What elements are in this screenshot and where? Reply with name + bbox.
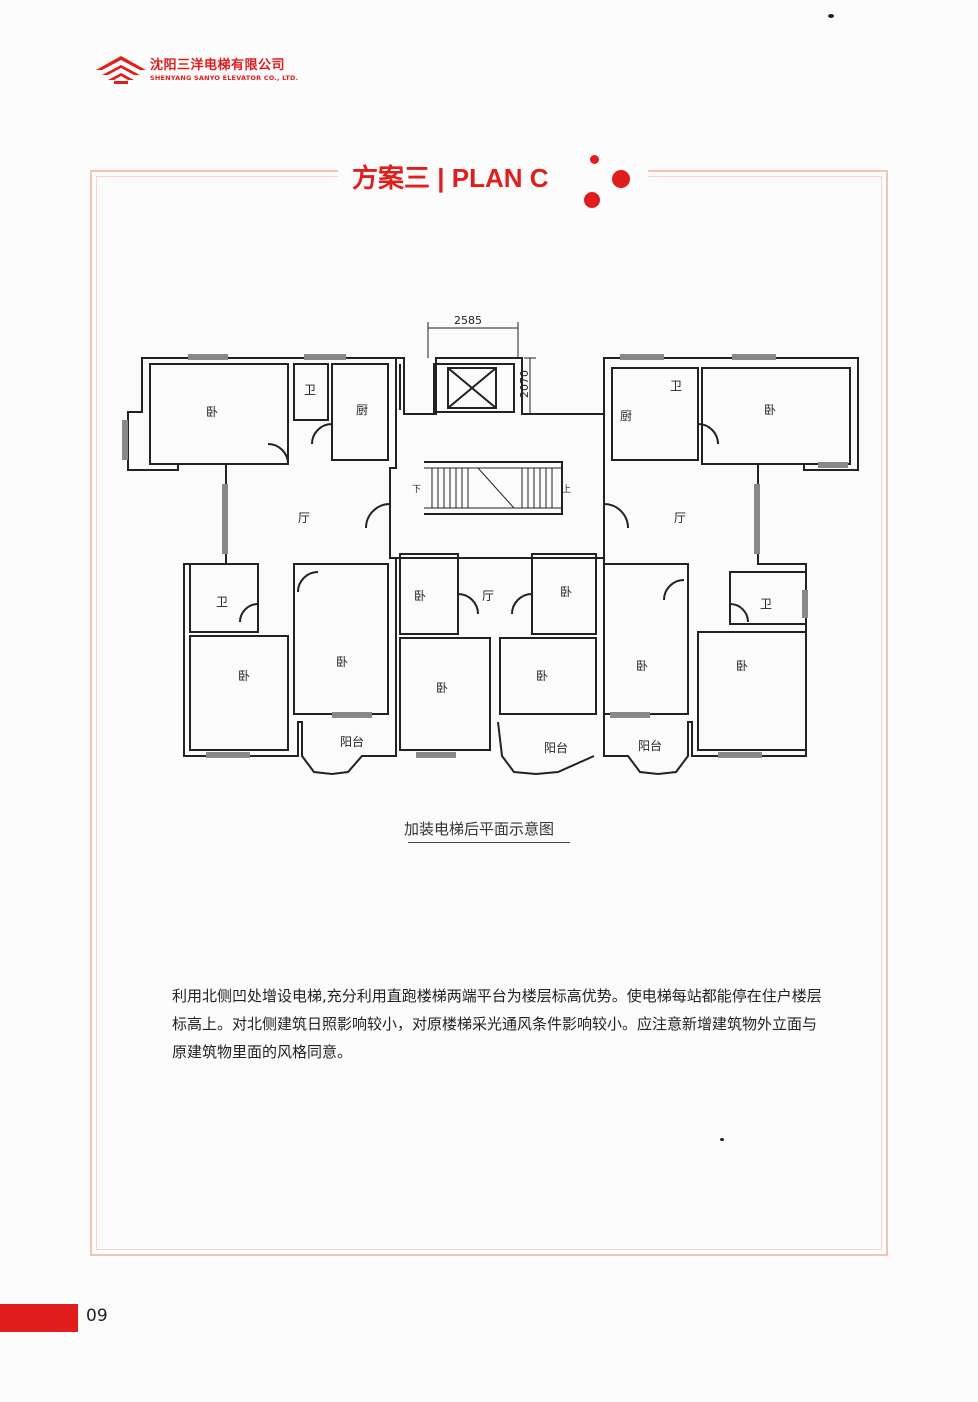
- section-title-block: 方案三 | PLAN C: [338, 150, 648, 210]
- room-label-bath: 卫: [760, 597, 772, 611]
- room-label-bath: 卫: [216, 595, 228, 609]
- room-label-bedroom: 卧: [206, 405, 218, 419]
- room-label-bedroom: 卧: [736, 659, 748, 673]
- scan-speck: [828, 14, 834, 18]
- stair-down-label: 下: [412, 485, 421, 495]
- caption-underline: [408, 842, 570, 843]
- room-label-bedroom: 卧: [560, 585, 572, 599]
- brand-header: 沈阳三洋电梯有限公司 SHENYANG SANYO ELEVATOR CO., …: [92, 46, 322, 90]
- room-label-living: 厅: [674, 511, 686, 525]
- room-label-kitchen: 厨: [620, 409, 632, 423]
- company-logo-icon: [96, 56, 146, 84]
- stair-up-label: 上: [562, 484, 571, 495]
- company-name-cn: 沈阳三洋电梯有限公司: [150, 58, 286, 73]
- dimension-width-label: 2585: [454, 314, 482, 327]
- floor-plan: 2585 2070 卧 卫 厨 厅 卫 卧 卧 阳台 卧 厅 卧 卧 卧 阳台 …: [122, 314, 859, 776]
- room-label-balcony: 阳台: [638, 738, 662, 753]
- decorative-dot: [612, 170, 630, 188]
- room-label-living: 厅: [482, 589, 494, 603]
- scan-speck: [720, 1138, 724, 1141]
- room-label-bedroom: 卧: [414, 589, 426, 603]
- company-name-en: SHENYANG SANYO ELEVATOR CO., LTD.: [150, 74, 299, 82]
- room-label-bedroom: 卧: [436, 681, 448, 695]
- room-label-bedroom: 卧: [764, 403, 776, 417]
- plan-description: 利用北侧凹处增设电梯,充分利用直跑楼梯两端平台为楼层标高优势。使电梯每站都能停在…: [172, 987, 822, 1061]
- room-label-living: 厅: [298, 511, 310, 525]
- plan-caption: 加装电梯后平面示意图: [404, 820, 555, 838]
- decorative-dot: [590, 155, 599, 164]
- room-label-balcony: 阳台: [340, 734, 364, 749]
- room-label-bath: 卫: [304, 383, 316, 397]
- section-title: 方案三 | PLAN C: [352, 163, 549, 193]
- room-label-bedroom: 卧: [336, 655, 348, 669]
- room-label-kitchen: 厨: [356, 403, 368, 417]
- page-number-bar: [0, 1304, 78, 1332]
- room-label-balcony: 阳台: [544, 740, 568, 755]
- room-label-bedroom: 卧: [536, 669, 548, 683]
- room-label-bedroom: 卧: [636, 659, 648, 673]
- room-label-bedroom: 卧: [238, 669, 250, 683]
- page-number: 09: [86, 1306, 108, 1326]
- room-label-bath: 卫: [670, 379, 682, 393]
- dimension-depth-label: 2070: [518, 370, 531, 398]
- decorative-dot: [584, 192, 600, 208]
